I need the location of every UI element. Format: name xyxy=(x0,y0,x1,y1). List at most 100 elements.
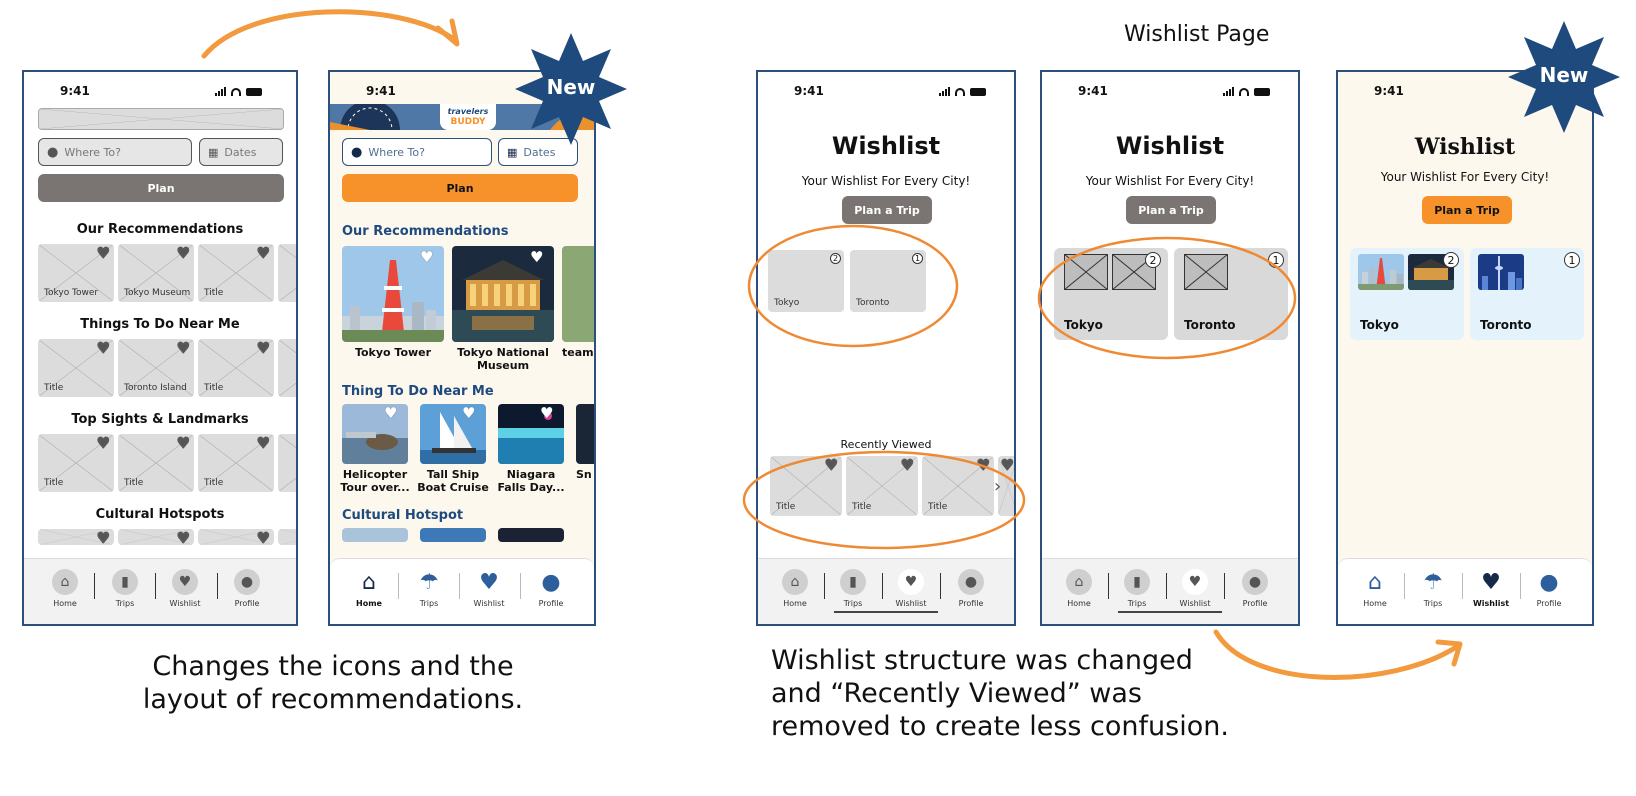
nav-home[interactable]: ⌂Home xyxy=(1363,569,1387,609)
nav-profile[interactable]: ●Profile xyxy=(946,569,996,608)
recommendation-card[interactable]: ♥Title xyxy=(118,434,194,492)
wishlist-city-card-toronto[interactable]: 1 Toronto xyxy=(1470,248,1584,340)
recommendation-card[interactable]: ♥ xyxy=(278,244,296,302)
nav-wishlist[interactable]: ♥Wishlist xyxy=(1472,569,1510,609)
nav-trips[interactable]: ☂Trips xyxy=(404,569,454,609)
nav-profile[interactable]: ●Profile xyxy=(538,569,564,609)
activity-card-partial[interactable] xyxy=(576,404,594,464)
plan-trip-button[interactable]: Plan a Trip xyxy=(1126,196,1216,224)
favorite-heart-icon[interactable]: ♥ xyxy=(176,244,190,262)
recently-viewed-title: Recently Viewed xyxy=(840,438,932,451)
favorite-heart-icon[interactable]: ♥ xyxy=(256,244,270,262)
count-badge: 2 xyxy=(1145,252,1161,268)
calendar-icon: ▦ xyxy=(208,145,219,159)
favorite-heart-icon[interactable]: ♥ xyxy=(462,404,476,422)
favorite-heart-icon[interactable]: ♥ xyxy=(540,404,554,422)
favorite-heart-icon[interactable]: ♥ xyxy=(420,248,434,266)
nav-profile[interactable]: ●Profile xyxy=(1230,569,1280,608)
nav-trips[interactable]: ▮Trips xyxy=(100,569,150,608)
recommendation-card-partial[interactable] xyxy=(562,246,594,342)
recommendation-card[interactable]: ♥Title xyxy=(198,339,274,397)
recommendation-card[interactable]: ♥ xyxy=(198,529,274,545)
favorite-heart-icon[interactable]: ♥ xyxy=(96,339,110,357)
favorite-heart-icon[interactable]: ♥ xyxy=(96,434,110,452)
heart-icon: ♥ xyxy=(1182,569,1208,595)
where-to-input[interactable]: ●Where To? xyxy=(342,138,492,166)
wishlist-city-card-toronto[interactable]: 1 Toronto xyxy=(850,250,926,312)
cultural-card-3[interactable] xyxy=(498,528,564,542)
favorite-heart-icon[interactable]: ♥ xyxy=(176,434,190,452)
wishlist-city-card-tokyo[interactable]: 2 Tokyo xyxy=(768,250,844,312)
recommendation-card[interactable]: ♥Title xyxy=(38,339,114,397)
activity-card-helicopter[interactable] xyxy=(342,404,408,464)
favorite-heart-icon[interactable]: ♥ xyxy=(176,339,190,357)
favorite-heart-icon[interactable]: ♥ xyxy=(256,339,270,357)
recommendation-card[interactable]: ♥Tokyo Museum xyxy=(118,244,194,302)
nav-profile[interactable]: ●Profile xyxy=(1536,569,1562,609)
recommendation-card[interactable]: ♥Title xyxy=(198,434,274,492)
plan-button[interactable]: Plan xyxy=(38,174,284,202)
favorite-heart-icon[interactable]: ♥ xyxy=(256,529,270,545)
favorite-heart-icon[interactable]: ♥ xyxy=(900,456,914,474)
plan-button[interactable]: Plan xyxy=(342,174,578,202)
recommendation-card[interactable]: ♥Tokyo Tower xyxy=(38,244,114,302)
nav-home[interactable]: ⌂Home xyxy=(356,569,382,609)
recently-viewed-card[interactable]: ♥Title xyxy=(770,456,842,516)
favorite-heart-icon[interactable]: ♥ xyxy=(96,529,110,545)
recommendation-card[interactable]: ♥Title xyxy=(38,434,114,492)
where-to-input[interactable]: ●Where To? xyxy=(38,138,192,166)
nav-wishlist[interactable]: ♥Wishlist xyxy=(886,569,936,608)
recommendation-card[interactable]: ♥ xyxy=(278,529,296,545)
helicopter-photo xyxy=(342,404,408,464)
nav-home[interactable]: ⌂Home xyxy=(40,569,90,608)
recommendation-card[interactable]: ♥ xyxy=(278,339,296,397)
favorite-heart-icon[interactable]: ♥ xyxy=(256,434,270,452)
nav-wishlist[interactable]: ♥Wishlist xyxy=(473,569,505,609)
umbrella-icon: ☂ xyxy=(419,569,439,595)
wishlist-title: Wishlist xyxy=(1414,134,1516,160)
favorite-heart-icon[interactable]: ♥ xyxy=(176,529,190,545)
scroll-right-chevron-icon[interactable]: › xyxy=(994,476,1002,497)
recommendation-card-tokyo-national-museum[interactable] xyxy=(452,246,554,342)
recommendation-card[interactable]: ♥Title xyxy=(198,244,274,302)
nav-home[interactable]: ⌂Home xyxy=(770,569,820,608)
favorite-heart-icon[interactable]: ♥ xyxy=(384,404,398,422)
favorite-heart-icon[interactable]: ♥ xyxy=(530,248,544,266)
nav-wishlist[interactable]: ♥Wishlist xyxy=(160,569,210,608)
cultural-card-2[interactable] xyxy=(420,528,486,542)
recommendation-card[interactable]: ♥ xyxy=(38,529,114,545)
wishlist-city-card-tokyo[interactable]: 2 Tokyo xyxy=(1350,248,1464,340)
nav-trips[interactable]: ▮Trips xyxy=(1112,569,1162,608)
recommendation-card[interactable]: ♥ xyxy=(118,529,194,545)
activity-card-tall-ship[interactable] xyxy=(420,404,486,464)
nav-trips[interactable]: ▮Trips xyxy=(828,569,878,608)
cultural-card-1[interactable] xyxy=(342,528,408,542)
recommendation-card[interactable]: ♥ xyxy=(278,434,296,492)
home-icon: ⌂ xyxy=(1368,569,1382,595)
favorite-heart-icon[interactable]: ♥ xyxy=(976,456,990,474)
favorite-heart-icon[interactable]: ♥ xyxy=(96,244,110,262)
activity-card-niagara[interactable] xyxy=(498,404,564,464)
favorite-heart-icon[interactable]: ♥ xyxy=(1000,456,1014,474)
dates-input[interactable]: ▦Dates xyxy=(498,138,578,166)
recommendation-card[interactable]: ♥Toronto Island xyxy=(118,339,194,397)
nav-home[interactable]: ⌂Home xyxy=(1054,569,1104,608)
wishlist-city-card-tokyo[interactable]: 2 Tokyo xyxy=(1054,248,1168,340)
dates-input[interactable]: ▦Dates xyxy=(199,138,283,166)
count-badge: 1 xyxy=(912,253,923,264)
image-placeholder-icon xyxy=(1064,254,1108,290)
recently-viewed-card[interactable]: ♥Title xyxy=(846,456,918,516)
niagara-photo xyxy=(498,404,564,464)
new-badge-home: New xyxy=(515,33,627,145)
favorite-heart-icon[interactable]: ♥ xyxy=(824,456,838,474)
phone-home-new: 9:41 travelers BUDDY ●Where To? ▦Dates P… xyxy=(328,70,596,626)
nav-profile[interactable]: ●Profile xyxy=(222,569,272,608)
plan-trip-button[interactable]: Plan a Trip xyxy=(842,196,932,224)
recently-viewed-card[interactable]: ♥Title xyxy=(922,456,994,516)
recommendation-card-tokyo-tower[interactable] xyxy=(342,246,444,342)
nav-trips[interactable]: ☂Trips xyxy=(1408,569,1458,609)
nav-wishlist[interactable]: ♥Wishlist xyxy=(1170,569,1220,608)
plan-trip-button[interactable]: Plan a Trip xyxy=(1422,196,1512,224)
wishlist-city-card-toronto[interactable]: 1 Toronto xyxy=(1174,248,1288,340)
bookmark-icon: ▮ xyxy=(840,569,866,595)
